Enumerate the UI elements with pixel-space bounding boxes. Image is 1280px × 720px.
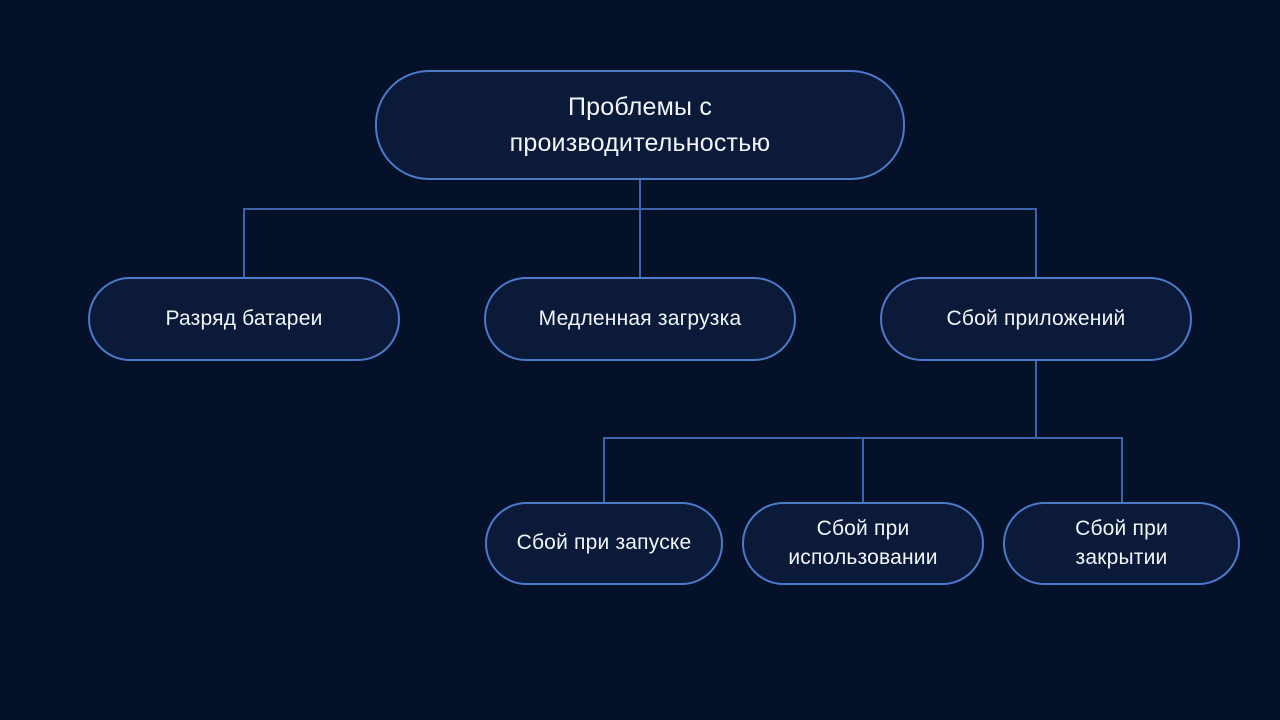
node-crash-on-close: Сбой при закрытии	[1003, 502, 1240, 585]
node-label-line: использовании	[788, 545, 938, 569]
node-label-line: Медленная загрузка	[538, 306, 742, 330]
node-crash-in-use: Сбой при использовании	[742, 502, 984, 585]
node-app-crash: Сбой приложений	[880, 277, 1192, 361]
connector-root-drop	[639, 180, 641, 277]
node-label-line: Сбой при запуске	[516, 531, 692, 555]
connector-crashlaunch-drop	[603, 437, 605, 502]
node-crash-on-launch: Сбой при запуске	[485, 502, 723, 585]
node-battery-drain: Разряд батареи	[88, 277, 400, 361]
connector-crashclose-drop	[1121, 437, 1123, 502]
connector-battery-drop	[243, 208, 245, 277]
node-label-line: Сбой при	[1075, 516, 1168, 540]
node-label-line: Сбой при	[816, 516, 910, 540]
node-label-line: Проблемы с	[567, 92, 713, 121]
node-performance-problems: Проблемы с производительностью	[375, 70, 905, 180]
node-label-line: Сбой приложений	[946, 306, 1126, 330]
connector-level1-rail	[243, 208, 1037, 210]
node-label-line: Разряд батареи	[165, 306, 323, 330]
node-slow-loading: Медленная загрузка	[484, 277, 796, 361]
connector-appcrash-down	[1035, 361, 1037, 437]
connector-appcrash-drop	[1035, 208, 1037, 277]
connector-crashuse-drop	[862, 437, 864, 502]
node-label-line: производительностью	[509, 129, 771, 157]
node-label-line: закрытии	[1075, 545, 1168, 569]
